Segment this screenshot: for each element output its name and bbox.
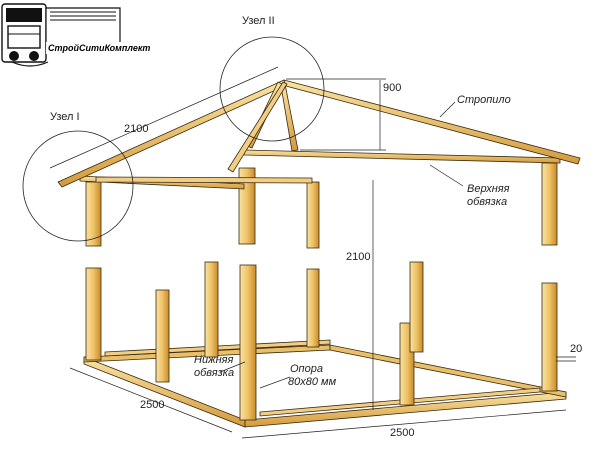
node1-label: Узел I bbox=[50, 111, 80, 123]
dimension-labels: 900 2100 2100 2500 2500 20 bbox=[124, 82, 582, 439]
node1-circle bbox=[22, 130, 134, 242]
company-logo: СтройСитиКомплект bbox=[1, 3, 150, 67]
support-label-2: 80х80 мм bbox=[288, 376, 337, 388]
bottom-frame-label-1: Нижняя bbox=[194, 354, 234, 366]
post-back-left-lower bbox=[85, 267, 102, 361]
dim-post-height: 2100 bbox=[346, 251, 370, 263]
dim-base-offset: 20 bbox=[570, 343, 582, 355]
detail-circles bbox=[22, 36, 325, 242]
rafter-label: Стропило bbox=[457, 94, 511, 106]
node2-label: Узел II bbox=[242, 15, 275, 27]
dim-rafter-length: 2100 bbox=[124, 123, 148, 135]
text-labels: Узел I Узел II Стропило Верхняя обвязка … bbox=[50, 15, 511, 388]
top-frame-label-1: Верхняя bbox=[467, 183, 510, 195]
node2-circle bbox=[219, 36, 325, 142]
post-back-left-upper bbox=[85, 181, 102, 247]
top-frame bbox=[79, 149, 561, 190]
dimension-lines bbox=[49, 66, 576, 439]
support-label-1: Опора bbox=[290, 363, 323, 375]
dim-ridge-height: 900 bbox=[383, 82, 401, 94]
posts bbox=[85, 162, 558, 421]
logo-text: СтройСитиКомплект bbox=[48, 43, 150, 53]
bottom-frame-label-2: обвязка bbox=[194, 367, 234, 379]
rafter-right bbox=[283, 79, 581, 165]
dim-width-left: 2500 bbox=[140, 399, 164, 411]
roof-rafters bbox=[57, 79, 581, 188]
dim-width-front: 2500 bbox=[390, 427, 414, 439]
top-frame-label-2: обвязка bbox=[467, 196, 507, 208]
